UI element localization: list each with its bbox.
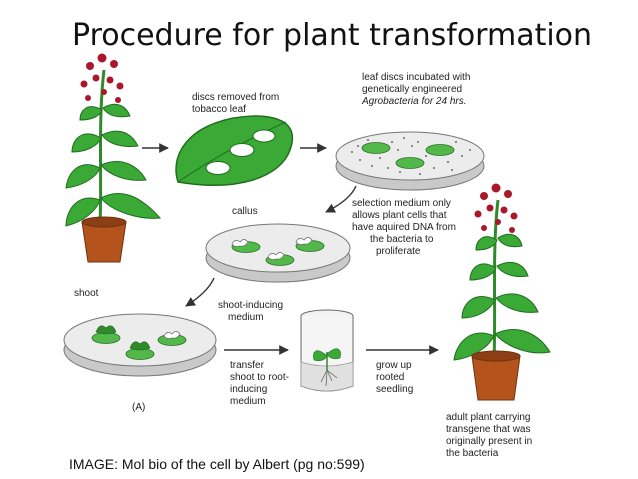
- process-arrows: [142, 143, 439, 355]
- label-selection-medium: selection medium only allows plant cells…: [352, 198, 459, 257]
- slide-title: Procedure for plant transformation: [72, 18, 593, 53]
- tobacco-leaf-with-discs: [175, 115, 294, 186]
- arrow-callus-to-shoot: [185, 277, 215, 307]
- label-shoot: shoot: [74, 288, 99, 299]
- source-plant: [65, 53, 162, 263]
- label-shoot-inducing: shoot-inducing medium: [218, 300, 286, 323]
- label-callus: callus: [232, 206, 258, 217]
- label-transfer-shoot: transfer shoot to root- inducing medium: [230, 360, 292, 407]
- label-leaf-discs-incubated: leaf discs incubated with genetically en…: [361, 72, 473, 107]
- label-panel-a: (A): [132, 402, 145, 413]
- image-caption: IMAGE: Mol bio of the cell by Albert (pg…: [69, 456, 365, 472]
- adult-plant: [453, 183, 551, 401]
- agrobacteria-dish: [335, 131, 485, 191]
- label-grow-up: grow up rooted seedling: [376, 360, 414, 395]
- shoot-dish: [63, 313, 217, 377]
- label-discs-removed: discs removed from tobacco leaf: [192, 92, 282, 115]
- arrow-dish-to-callus: [325, 185, 357, 213]
- culture-jar: [300, 309, 354, 392]
- callus-dish: [205, 223, 351, 283]
- label-adult-plant: adult plant carrying transgene that was …: [446, 412, 535, 459]
